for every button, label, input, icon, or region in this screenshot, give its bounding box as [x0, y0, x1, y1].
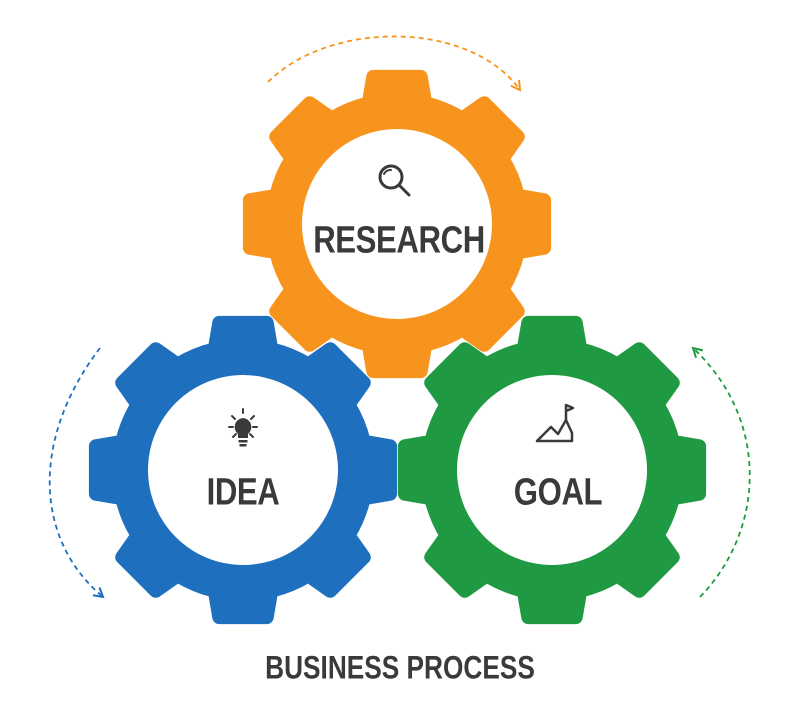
- gear-label-goal: GOAL: [513, 471, 603, 514]
- gear-idea: [88, 315, 398, 625]
- gear-label-research: RESEARCH: [313, 219, 485, 262]
- gear-research: [242, 69, 552, 379]
- gear-label-idea: IDEA: [206, 471, 280, 514]
- arrow-right: [691, 346, 751, 598]
- lightbulb-icon: [228, 408, 258, 447]
- magnifier-icon: [378, 164, 411, 197]
- diagram-title: BUSINESS PROCESS: [265, 649, 535, 686]
- growth-chart-icon: [535, 403, 575, 443]
- arrow-top: [267, 35, 522, 92]
- gear-goal: [397, 315, 707, 625]
